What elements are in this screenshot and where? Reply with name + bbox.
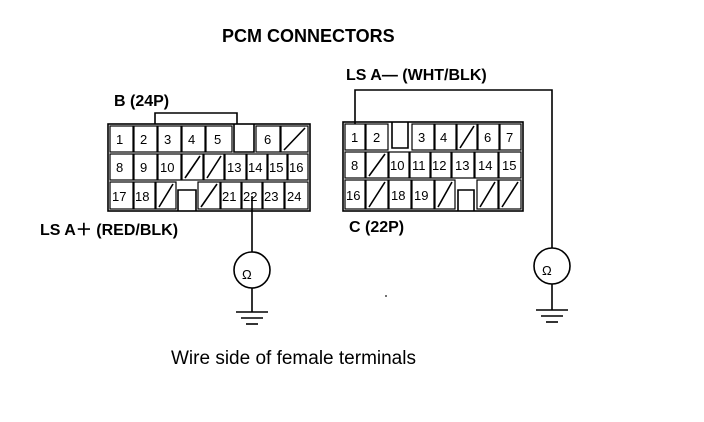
pin-b-5: 5	[214, 132, 221, 147]
pin-c-19: 19	[414, 188, 428, 203]
connector-c-label: C (22P)	[349, 219, 404, 236]
pin-b-2: 2	[140, 132, 147, 147]
pin-c-2: 2	[373, 130, 380, 145]
probe-wire-c	[354, 89, 553, 248]
pin-b-17: 17	[112, 189, 126, 204]
pin-b-18: 18	[135, 189, 149, 204]
key-notch-c-bottom	[457, 189, 475, 211]
pin-b-22: 22	[243, 189, 257, 204]
key-notch-b-bottom	[177, 189, 197, 211]
pin-b-6: 6	[264, 132, 271, 147]
ground-c-icon	[536, 284, 568, 323]
probe-c-label: LS A— (WHT/BLK)	[346, 67, 487, 84]
pin-b-9: 9	[140, 160, 147, 175]
pin-b-15: 15	[269, 160, 283, 175]
pin-c-10: 10	[390, 158, 404, 173]
pin-c-18: 18	[391, 188, 405, 203]
pin-b-1: 1	[116, 132, 123, 147]
pin-c-12: 12	[432, 158, 446, 173]
pin-c-6: 6	[484, 130, 491, 145]
pin-b-14: 14	[248, 160, 262, 175]
pin-c-13: 13	[455, 158, 469, 173]
pin-b-16: 16	[289, 160, 303, 175]
connector-b-label: B (24P)	[114, 93, 169, 110]
pin-b-13: 13	[227, 160, 241, 175]
pin-c-11: 11	[412, 158, 426, 173]
pin-c-8: 8	[351, 158, 358, 173]
connector-c: 1 2 3 4 6 7 8 10 11 12 13 14 15 16	[342, 121, 524, 212]
ohmmeter-b: Ω	[233, 251, 271, 289]
pin-b-10: 10	[160, 160, 174, 175]
pin-c-16: 16	[346, 188, 360, 203]
pin-b-4: 4	[188, 132, 195, 147]
pin-b-21: 21	[222, 189, 236, 204]
pin-c-7: 7	[506, 130, 513, 145]
ground-b-icon	[236, 288, 268, 325]
ohmmeter-c: Ω	[533, 247, 571, 285]
speck	[385, 295, 387, 297]
connector-b: 1 2 3 4 5 6 8 9 10 13 14 15 16	[107, 112, 311, 212]
pin-b-23: 23	[264, 189, 278, 204]
pin-b-24: 24	[287, 189, 301, 204]
pin-c-4: 4	[440, 130, 447, 145]
key-notch-b	[233, 124, 255, 153]
probe-b-label: LS A＋ (RED/BLK)	[40, 222, 178, 239]
pin-b-3: 3	[164, 132, 171, 147]
pin-c-14: 14	[478, 158, 492, 173]
pin-c-15: 15	[502, 158, 516, 173]
pin-c-1: 1	[351, 130, 358, 145]
caption: Wire side of female terminals	[171, 348, 416, 369]
pin-c-3: 3	[418, 130, 425, 145]
page-title: PCM CONNECTORS	[222, 26, 395, 46]
key-notch-c	[391, 122, 409, 149]
ohm-icon: Ω	[542, 263, 552, 278]
pin-b-8: 8	[116, 160, 123, 175]
ohm-icon: Ω	[242, 267, 252, 282]
